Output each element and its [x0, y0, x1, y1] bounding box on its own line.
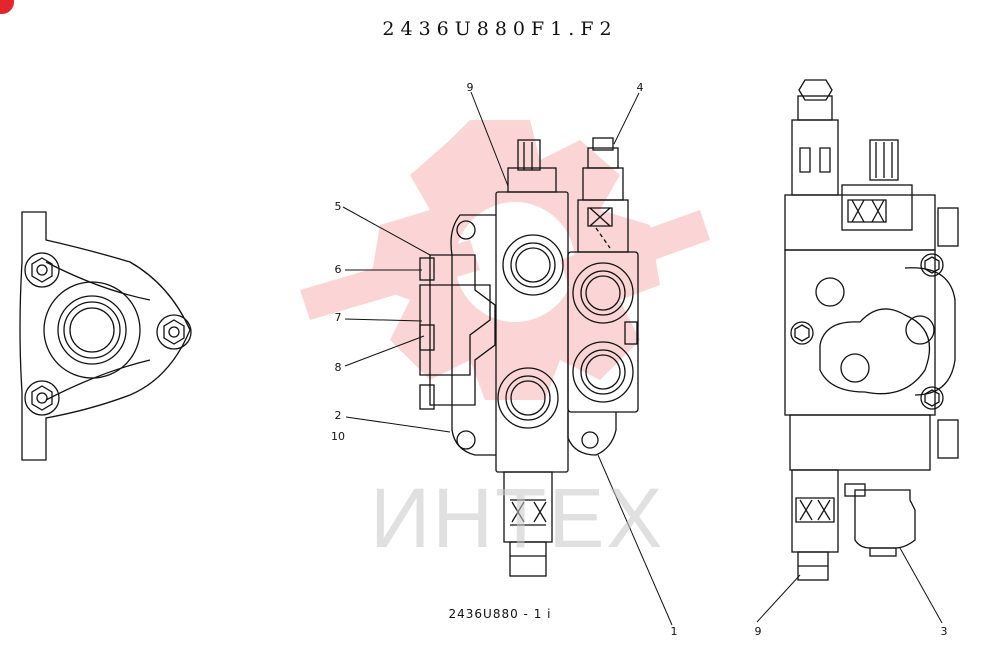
watermark-gear	[300, 120, 710, 400]
valve-front-view	[419, 137, 639, 577]
callout-3: 3	[940, 625, 948, 638]
callout-9-bottom: 9	[754, 625, 762, 638]
callout-2: 2	[334, 409, 342, 422]
callout-4: 4	[636, 81, 644, 94]
flange-view	[19, 211, 192, 461]
callout-7: 7	[334, 311, 342, 324]
drawing-title: 2436U880F1.F2	[382, 18, 618, 40]
callout-9-top: 9	[466, 81, 474, 94]
callout-5: 5	[334, 200, 342, 213]
watermark-text: ИНТЕХ	[370, 471, 665, 565]
callout-10: 10	[331, 430, 345, 443]
valve-side-view	[784, 79, 959, 581]
leader-lines	[342, 91, 943, 626]
drawing-caption: 2436U880 - 1 i	[448, 607, 552, 621]
callout-8: 8	[334, 361, 342, 374]
callout-6: 6	[334, 263, 342, 276]
callout-1: 1	[670, 625, 678, 638]
